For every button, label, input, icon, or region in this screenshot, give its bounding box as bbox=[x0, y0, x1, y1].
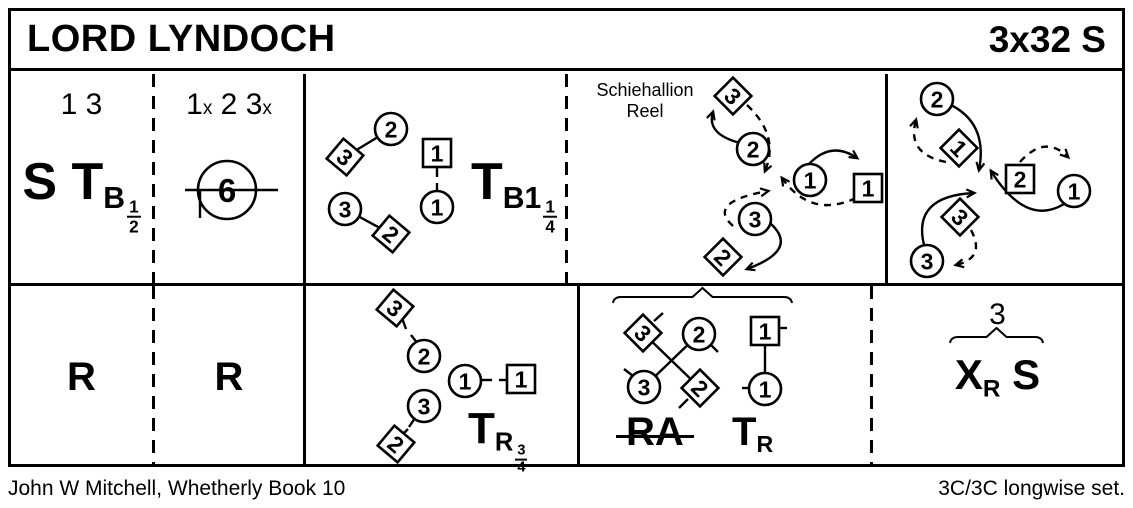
divider-r1-c4c5 bbox=[885, 74, 888, 283]
circle-six-diagram: 6 bbox=[155, 74, 303, 283]
svg-text:1: 1 bbox=[431, 194, 444, 220]
notation-cross-set: XR S bbox=[954, 351, 1041, 403]
svg-text:3: 3 bbox=[638, 374, 651, 400]
divider-r2-c4c5 bbox=[870, 286, 873, 464]
svg-text:6: 6 bbox=[218, 172, 236, 209]
cell-r2c1: R bbox=[11, 286, 152, 464]
notation-reel-2: R bbox=[214, 355, 244, 399]
set-type-label: 3C/3C longwise set. bbox=[938, 477, 1125, 500]
divider-r1-c1c2 bbox=[152, 74, 155, 283]
svg-text:1: 1 bbox=[759, 376, 772, 402]
dance-title: LORD LYNDOCH bbox=[27, 18, 336, 60]
brace-count-label: 3 bbox=[989, 298, 1006, 331]
svg-text:1: 1 bbox=[804, 167, 817, 193]
row-divider bbox=[11, 283, 1122, 286]
divider-r2-c3c4 bbox=[577, 286, 580, 464]
svg-text:1: 1 bbox=[1068, 178, 1081, 204]
svg-text:3: 3 bbox=[921, 248, 934, 274]
svg-text:1: 1 bbox=[431, 140, 444, 166]
footer-bar: John W Mitchell, Whetherly Book 10 3C/3C… bbox=[8, 477, 1125, 501]
svg-text:1: 1 bbox=[759, 318, 772, 344]
dance-code: 3x32 S bbox=[988, 18, 1106, 60]
divider-r1-c3c4 bbox=[565, 74, 568, 283]
cell-r1c2: 1x 2 3x 6 bbox=[155, 74, 303, 283]
header-bar: LORD LYNDOCH 3x32 S bbox=[11, 11, 1122, 71]
svg-text:2: 2 bbox=[385, 116, 398, 142]
divider-r2-c1c2 bbox=[152, 286, 155, 464]
svg-text:3: 3 bbox=[339, 196, 352, 222]
couples-active-label: 1 3 bbox=[60, 88, 103, 121]
svg-text:1: 1 bbox=[459, 368, 472, 394]
divider-r2-c2c3 bbox=[303, 286, 306, 464]
notation-rights-and-lefts: RA bbox=[616, 410, 694, 454]
svg-text:1: 1 bbox=[515, 366, 528, 392]
svg-text:2: 2 bbox=[931, 86, 944, 112]
svg-text:3: 3 bbox=[418, 393, 431, 419]
brace-diagram bbox=[873, 286, 1122, 464]
svg-text:3: 3 bbox=[749, 206, 762, 232]
divider-r1-c2c3 bbox=[303, 74, 306, 283]
svg-text:2: 2 bbox=[747, 136, 760, 162]
svg-text:1: 1 bbox=[862, 175, 875, 201]
svg-text:2: 2 bbox=[418, 343, 431, 369]
cell-r2c2: R bbox=[155, 286, 303, 464]
notation-reel-1: R bbox=[67, 355, 96, 399]
svg-text:2: 2 bbox=[1014, 166, 1027, 192]
schiehallion-reel-label: Schiehallion Reel bbox=[596, 80, 694, 121]
cell-r2c5: 3 XR S bbox=[873, 286, 1122, 464]
notation-turn-right-hand: TR bbox=[732, 410, 774, 457]
devisor-credit: John W Mitchell, Whetherly Book 10 bbox=[8, 477, 346, 500]
couples-positions-label: 1x 2 3x bbox=[186, 88, 272, 121]
svg-text:2: 2 bbox=[693, 321, 706, 347]
